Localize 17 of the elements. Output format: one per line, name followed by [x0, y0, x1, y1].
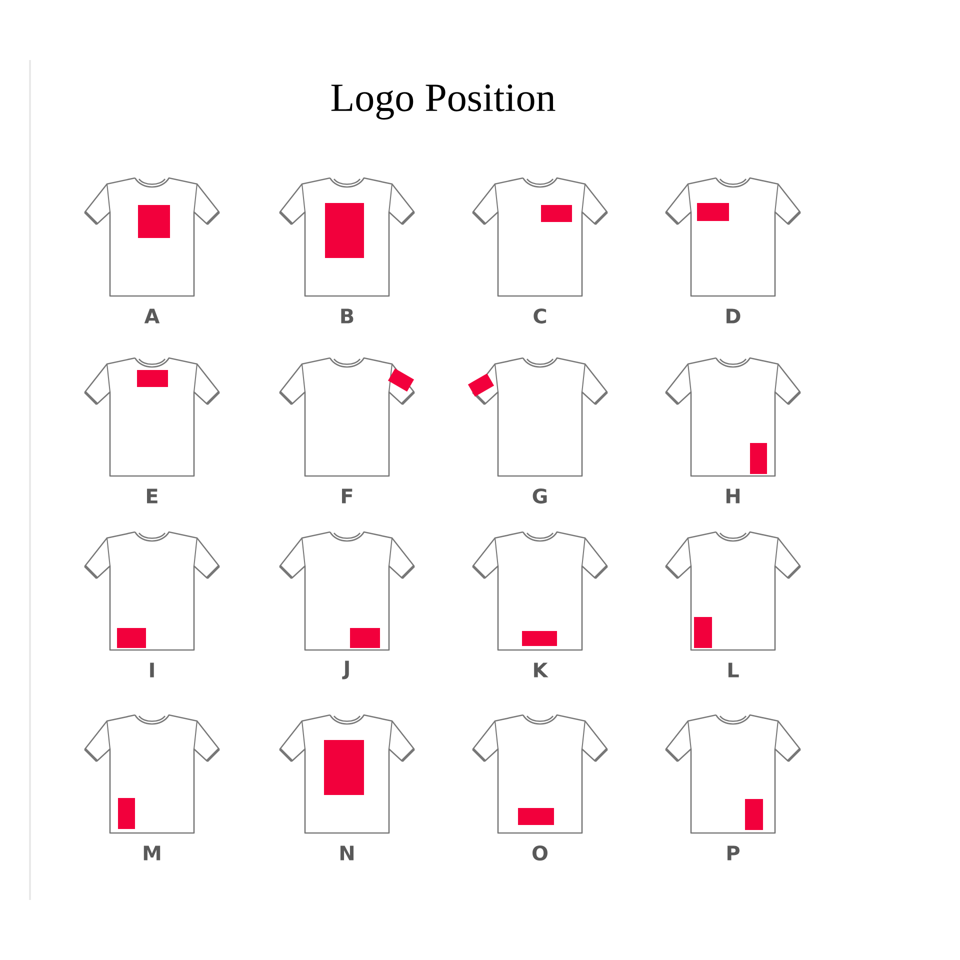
letter-label: N	[340, 846, 354, 860]
letter-label: D	[726, 308, 740, 324]
letter-label: P	[728, 846, 740, 860]
letter-label: M	[144, 846, 160, 860]
letter-label: H	[726, 488, 740, 504]
letter-label: K	[534, 662, 548, 678]
letter-label: G	[532, 488, 547, 504]
letter-label: I	[150, 662, 154, 678]
letter-label: J	[342, 660, 349, 680]
title: Logo Position	[331, 84, 556, 120]
letter-label: F	[342, 488, 352, 504]
letter-label: E	[147, 488, 158, 504]
letter-label: O	[532, 845, 548, 861]
letter-label: L	[728, 662, 739, 678]
letter-label: B	[341, 308, 354, 324]
letter-label: A	[144, 308, 160, 324]
letter-label: C	[534, 308, 546, 324]
